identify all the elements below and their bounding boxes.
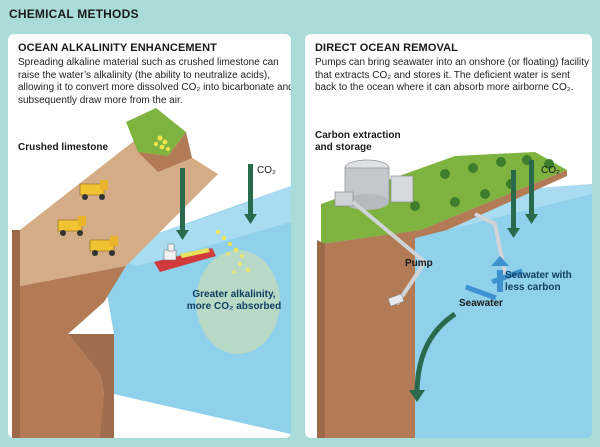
- soil-left: [317, 240, 325, 438]
- ship: [154, 243, 216, 272]
- alkalinity-illustration: [12, 108, 291, 438]
- cliff-face: [20, 266, 126, 438]
- description-line: that extracts CO₂ and stores it. The def…: [315, 69, 570, 81]
- dump-truck: [57, 216, 86, 236]
- label-seawater: Seawater: [459, 298, 503, 309]
- panel-title: DIRECT OCEAN REMOVAL: [315, 42, 458, 54]
- description-line: subsequently draw more from the air.: [18, 94, 183, 106]
- pump: [387, 293, 405, 307]
- label-line: more CO₂ absorbed: [186, 301, 282, 312]
- ocean-removal-illustration: [317, 152, 592, 438]
- limestone-spray: [216, 230, 251, 274]
- description-line: Pumps can bring seawater into an onshore…: [315, 57, 590, 68]
- description-line: raise the water’s alkalinity (the abilit…: [18, 69, 270, 81]
- panel-description: Pumps can bring seawater into an onshore…: [315, 57, 590, 95]
- label-greater-alkalinity: Greater alkalinity, more CO₂ absorbed: [182, 289, 286, 313]
- label-co2: CO₂: [257, 165, 276, 176]
- panel-ocean-alkalinity: OCEAN ALKALINITY ENHANCEMENT Spreading a…: [8, 34, 291, 438]
- ocean-floor: [68, 334, 114, 438]
- hill-face: [138, 132, 192, 172]
- seawater-arrowhead: [409, 390, 425, 402]
- label-line: Greater alkalinity,: [192, 289, 276, 300]
- label-line: less carbon: [505, 282, 561, 293]
- soil-wall: [325, 238, 415, 438]
- label-co2: CO₂: [541, 165, 560, 176]
- label-carbon-extraction: Carbon extraction and storage: [315, 130, 401, 154]
- description-line: Spreading alkaline material such as crus…: [18, 57, 279, 68]
- ocean-surface: [100, 186, 291, 266]
- hill: [126, 108, 186, 156]
- section-heading: CHEMICAL METHODS: [9, 7, 139, 21]
- label-crushed-limestone: Crushed limestone: [18, 142, 109, 153]
- co2-arrow-right: [244, 164, 257, 224]
- label-line: Seawater with: [505, 270, 572, 281]
- limestone-pile-hill: [153, 135, 171, 152]
- intake-pipe: [351, 200, 428, 306]
- panel-direct-ocean-removal: DIRECT OCEAN REMOVAL Pumps can bring sea…: [305, 34, 592, 438]
- description-line: allowing it to convert more dissolved CO…: [18, 82, 291, 94]
- label-seawater-less-carbon: Seawater with less carbon: [505, 270, 572, 294]
- label-line: and storage: [315, 142, 372, 153]
- seawater-arrow: [414, 311, 457, 395]
- dump-truck: [89, 236, 118, 256]
- label-pump: Pump: [405, 258, 433, 269]
- label-line: Carbon extraction: [315, 130, 401, 141]
- land-surface: [321, 152, 567, 244]
- panel-title: OCEAN ALKALINITY ENHANCEMENT: [18, 42, 217, 54]
- panel-description: Spreading alkaline material such as crus…: [18, 57, 291, 107]
- co2-arrow-center: [176, 168, 189, 240]
- soil-left: [12, 230, 20, 438]
- description-line: back to the ocean where it can absorb mo…: [315, 82, 574, 94]
- dump-truck: [79, 180, 108, 200]
- co2-arrow-right: [525, 160, 538, 224]
- ocean-front: [415, 194, 592, 438]
- cliff-face: [321, 170, 567, 256]
- co2-arrow-center: [507, 170, 520, 238]
- alkalinity-glow: [196, 250, 280, 354]
- land-surface: [20, 130, 218, 286]
- outflow-arrows: [464, 256, 524, 301]
- return-pipe: [474, 212, 507, 275]
